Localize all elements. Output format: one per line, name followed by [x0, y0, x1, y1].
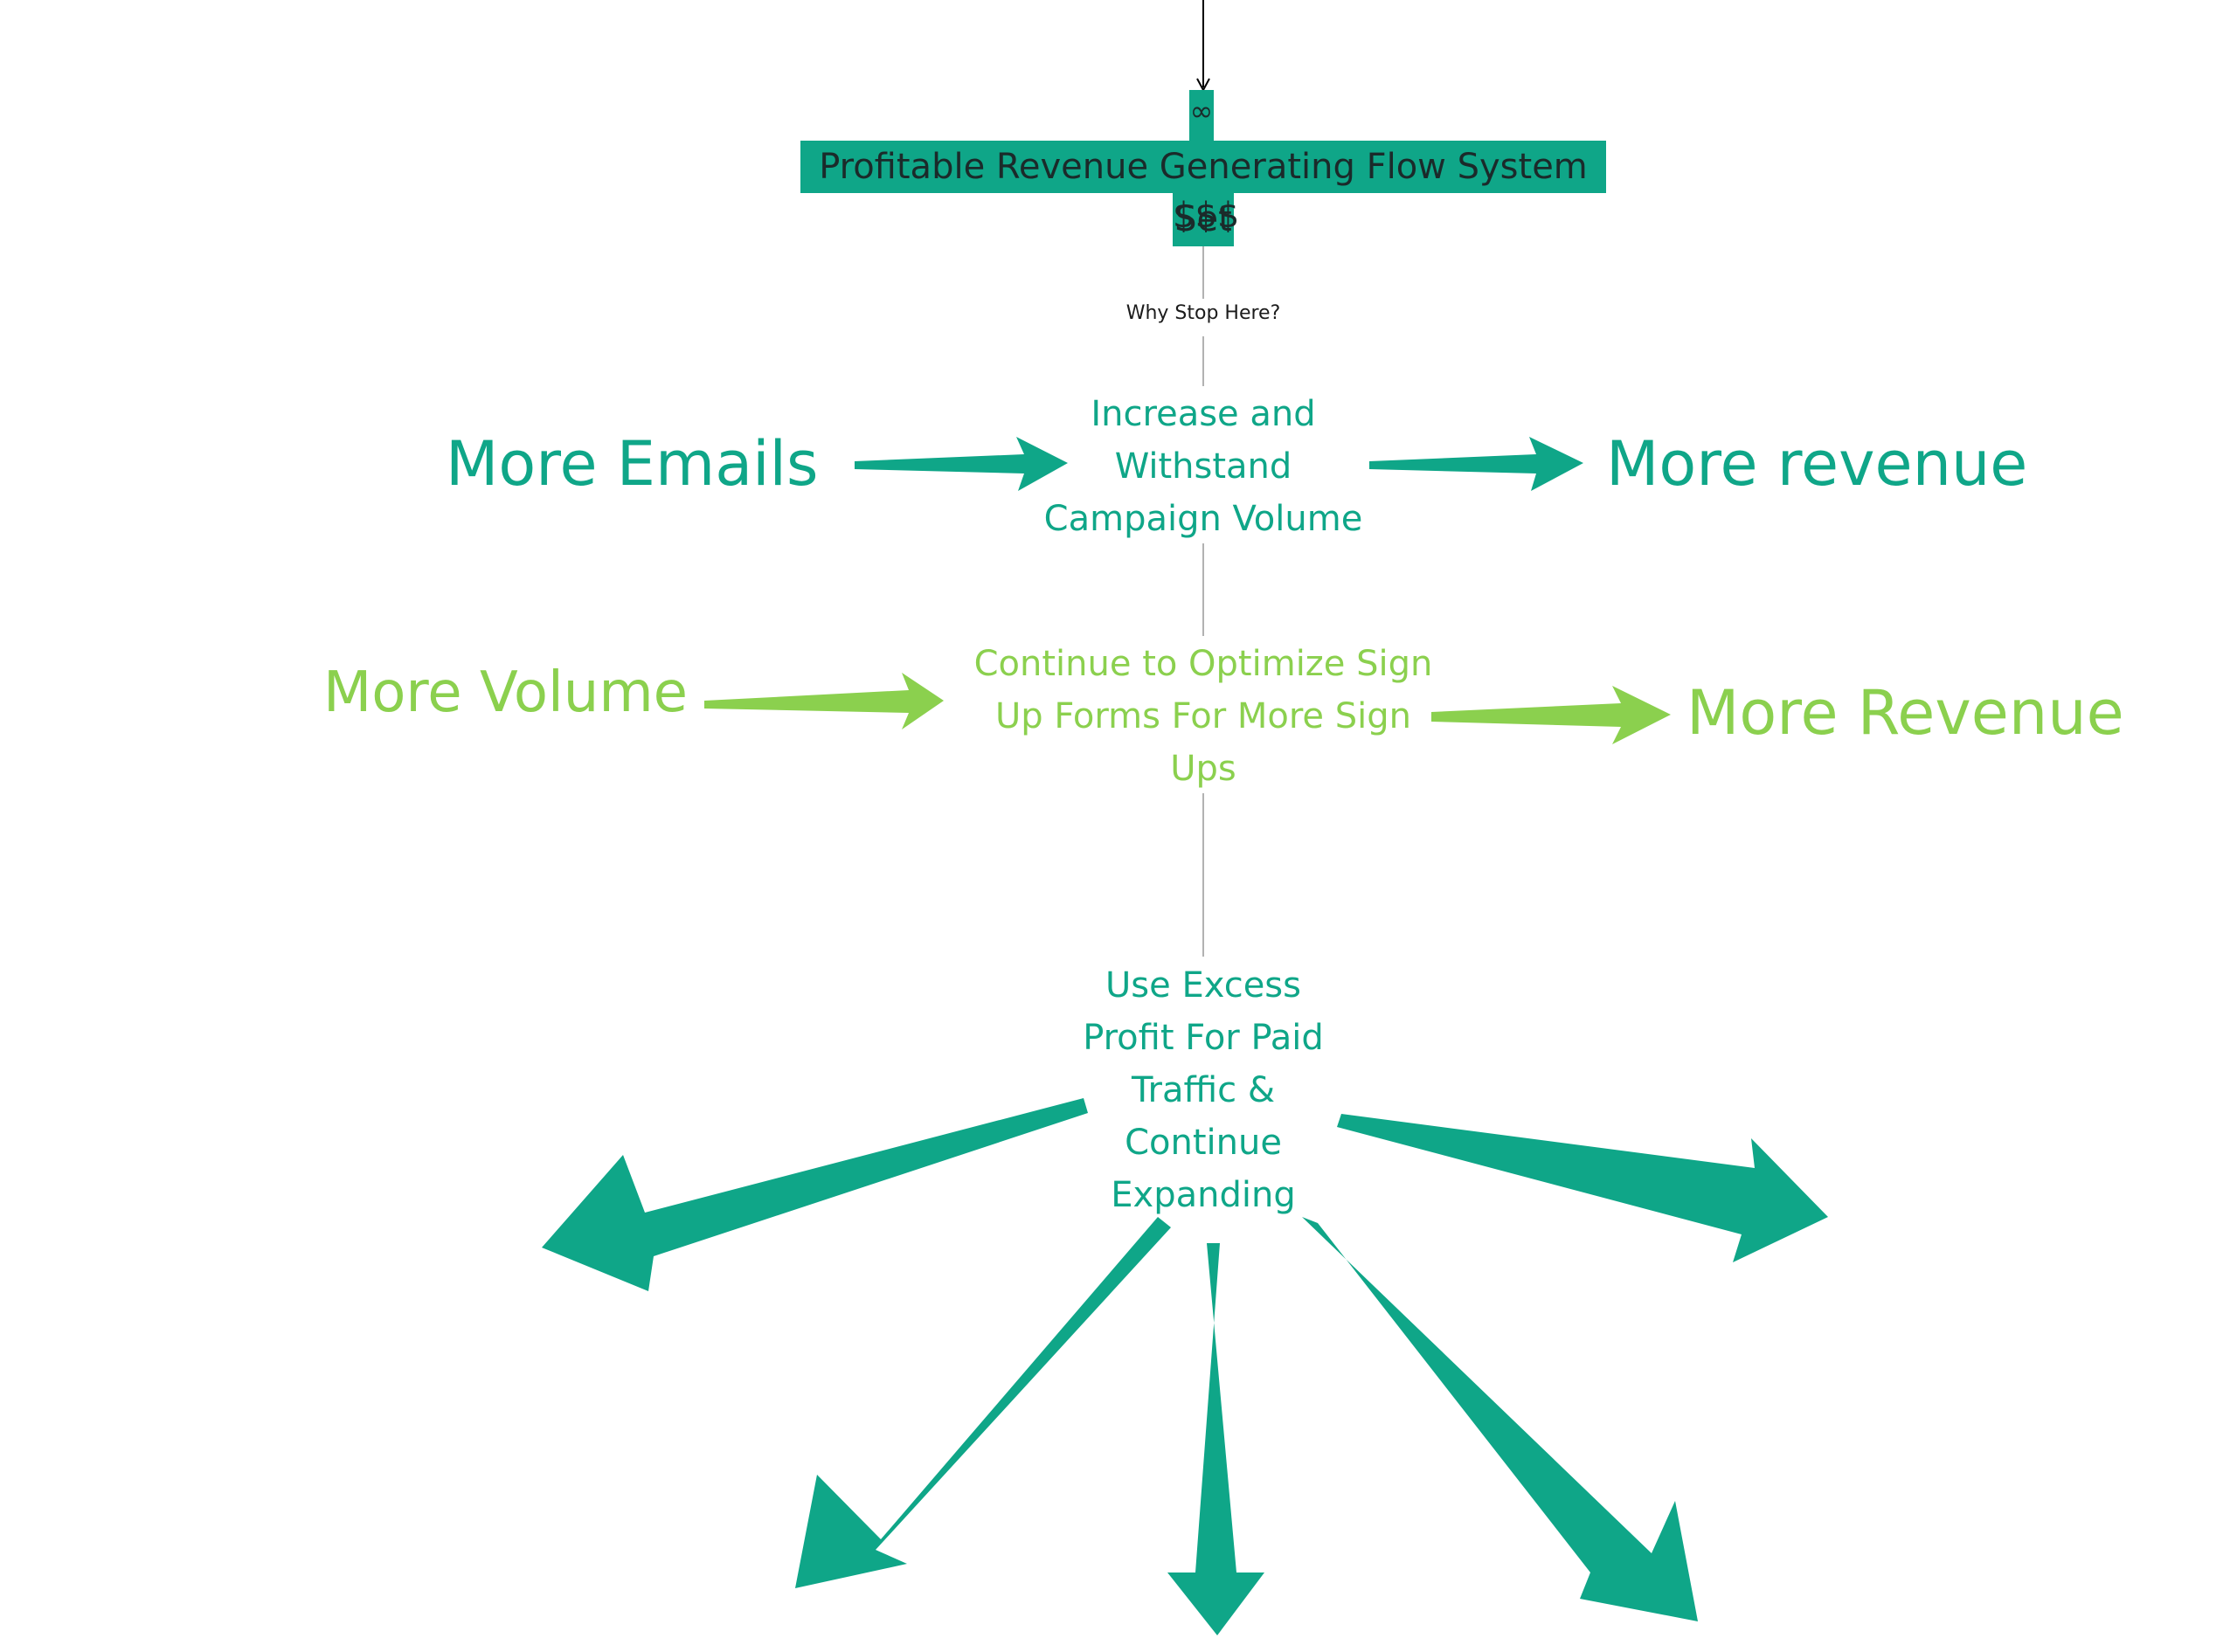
header-dollar-box — [1173, 193, 1234, 246]
row2-center-label: Continue to Optimize Sign Up Forms For M… — [973, 644, 1433, 789]
fat-arrow-icon-left — [542, 1098, 1088, 1291]
fat-arrow-icon-emails — [855, 437, 1068, 491]
header-dollars: $$$ — [1173, 196, 1240, 236]
fat-arrow-icon-down — [1167, 1243, 1264, 1635]
row3-center-label: Use Excess Profit For Paid Traffic & Con… — [1083, 965, 1324, 1215]
row2-left-label: More Volume — [323, 660, 689, 725]
row2-right-label: More Revenue — [1686, 677, 2124, 749]
edge-label: Why Stop Here? — [1125, 302, 1281, 324]
row1-center-label: Increase and Withstand Campaign Volume — [1043, 394, 1363, 539]
header-title: Profitable Revenue Generating Flow Syste… — [819, 147, 1588, 239]
row1-left-label: More Emails — [446, 428, 819, 500]
fat-arrow-icon-right — [1337, 1114, 1828, 1262]
header-infinity-box — [1189, 90, 1214, 141]
fat-arrow-icon-revenue-2 — [1431, 686, 1671, 744]
fat-arrow-icon-revenue — [1369, 437, 1583, 491]
header-title-box — [800, 141, 1606, 193]
infinity-symbol: ∞ — [1189, 94, 1214, 128]
fat-arrow-icon-down-right — [1302, 1217, 1698, 1621]
row1-right-label: More revenue — [1606, 428, 2028, 500]
fat-arrow-icon-volume — [704, 673, 944, 729]
fat-arrow-icon-down-left — [795, 1217, 1171, 1588]
